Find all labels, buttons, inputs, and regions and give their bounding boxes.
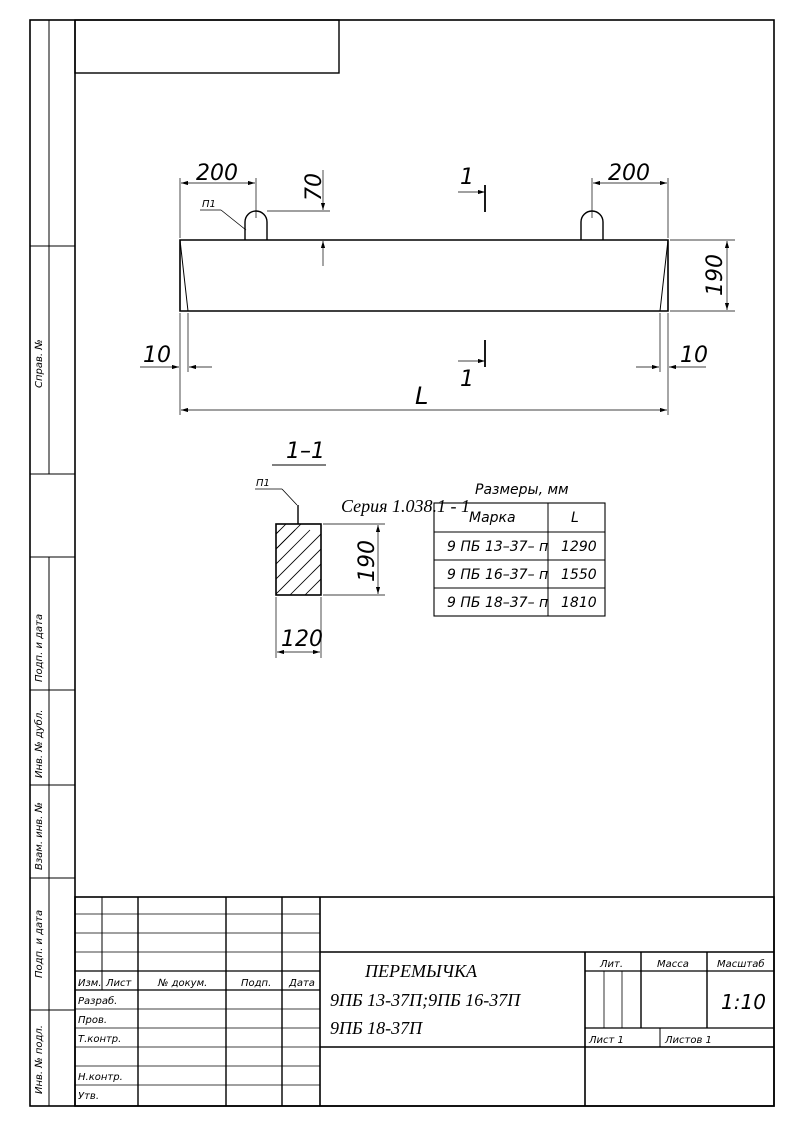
title-name-line2: 9ПБ 13-37П;9ПБ 16-37П — [330, 990, 521, 1010]
size-table-header-length: L — [571, 510, 579, 526]
side-label-sprav: Справ. № — [34, 339, 45, 388]
beam-outline — [179, 239, 669, 312]
title-name-line1: ПЕРЕМЫЧКА — [364, 961, 478, 981]
title-scale-value: 1:10 — [721, 990, 766, 1014]
dim-height: 190 — [703, 254, 728, 296]
title-col-list: Лист — [105, 978, 133, 989]
side-label-inv-podl: Инв. № подл. — [34, 1025, 45, 1094]
size-table-caption: Размеры, мм — [475, 482, 569, 498]
dim-edge-left: 10 — [143, 343, 171, 368]
title-block: Изм. Лист № докум. Подп. Дата Разраб. Пр… — [74, 896, 775, 1107]
title-mass-label: Масса — [657, 959, 689, 970]
size-table: Размеры, мм Марка L 9 ПБ 13–37– п 1290 9… — [433, 482, 606, 617]
size-table-header-mark: Марка — [469, 510, 516, 526]
dim-right-overhang: 200 — [608, 161, 650, 186]
title-lit-label: Лит. — [599, 959, 623, 970]
title-name-line3: 9ПБ 18-37П — [330, 1018, 423, 1038]
dim-edge-right: 10 — [680, 343, 708, 368]
side-label-inv-dubl: Инв. № дубл. — [33, 710, 45, 778]
section-label-top: 1 — [460, 165, 474, 190]
size-table-row-length: 1550 — [561, 567, 597, 583]
title-role: Н.контр. — [78, 1072, 123, 1083]
title-col-sign: Подп. — [241, 978, 271, 989]
size-table-row-mark: 9 ПБ 16–37– п — [447, 567, 548, 583]
title-role: Разраб. — [78, 995, 117, 1007]
top-stamp-box — [74, 19, 340, 74]
section-width: 120 — [281, 627, 323, 652]
title-col-doc: № докум. — [157, 978, 207, 989]
size-table-row-mark: 9 ПБ 13–37– п — [447, 539, 548, 555]
section-height: 190 — [355, 540, 380, 582]
title-sheets-label: Листов 1 — [664, 1035, 712, 1046]
loop-label: П1 — [202, 199, 216, 210]
size-table-row-length: 1290 — [561, 539, 597, 555]
side-label-podp2: Подп. и дата — [34, 910, 45, 978]
title-role: Утв. — [78, 1091, 99, 1102]
section-hatch — [276, 524, 321, 595]
dim-length: L — [415, 382, 428, 410]
beam-front-view: П1 200 200 70 190 10 10 L — [140, 161, 735, 415]
section-view: 1–1 П1 190 120 — [255, 439, 385, 658]
dim-loop-height: 70 — [302, 173, 327, 201]
title-sheet-label: Лист 1 — [588, 1035, 624, 1046]
section-loop-label: П1 — [256, 478, 270, 489]
title-col-date: Дата — [288, 978, 315, 989]
title-col-izm: Изм. — [78, 978, 102, 989]
section-outline — [275, 523, 322, 596]
series-note: Серия 1.038.1 - 1 — [341, 496, 470, 516]
dim-left-overhang: 200 — [196, 161, 238, 186]
size-table-row-length: 1810 — [561, 595, 597, 611]
side-label-vzam: Взам. инв. № — [34, 802, 45, 870]
title-role: Пров. — [78, 1015, 107, 1026]
side-labels: Справ. № Подп. и дата Инв. № дубл. Взам.… — [33, 339, 45, 1094]
title-scale-label: Масштаб — [717, 958, 765, 970]
title-role: Т.контр. — [78, 1034, 121, 1045]
size-table-row-mark: 9 ПБ 18–37– п — [447, 595, 548, 611]
side-label-podp1: Подп. и дата — [34, 614, 45, 682]
section-title: 1–1 — [286, 439, 325, 464]
section-label-bottom: 1 — [460, 367, 474, 392]
